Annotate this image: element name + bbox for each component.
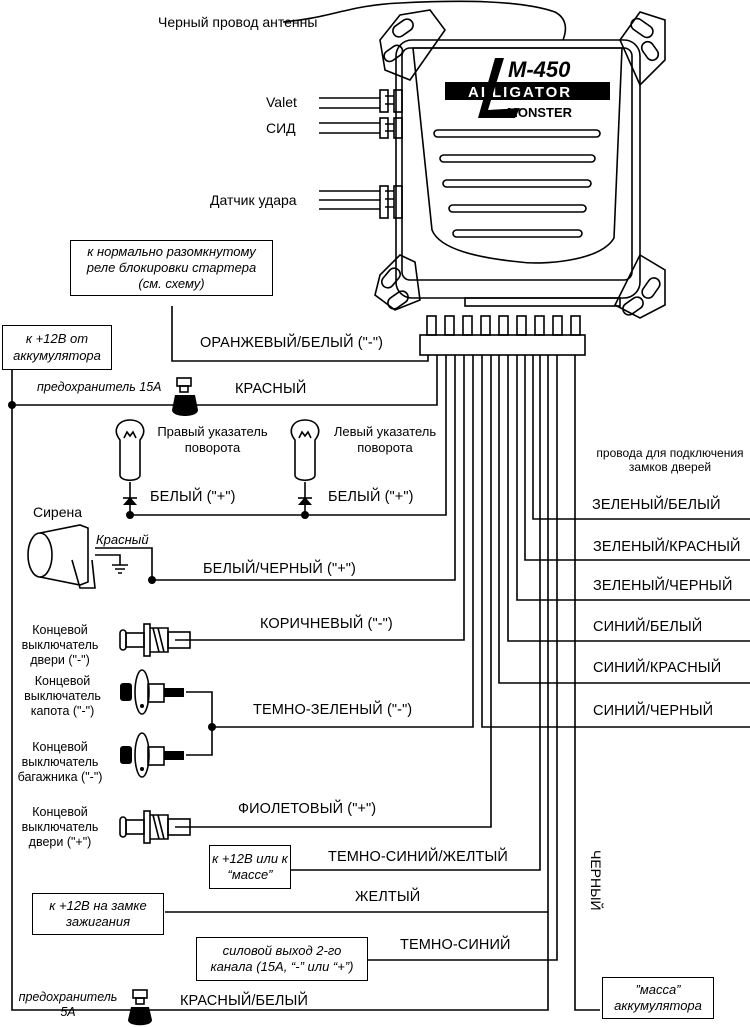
wire-label-violet: ФИОЛЕТОВЫЙ ("+") — [238, 801, 377, 817]
harness-pins — [426, 315, 581, 336]
brown-wire — [175, 355, 465, 641]
black-wire — [574, 355, 600, 1011]
fuse-5a-label: предохранитель 5А — [18, 990, 118, 1020]
alarm-unit-lid — [412, 47, 623, 264]
channel2-box: силовой выход 2-го канала (15А, “-” или … — [196, 937, 368, 981]
harness-pin — [462, 315, 473, 336]
door-plus-label: Концевой выключатель двери ("+") — [21, 805, 99, 849]
fuse-15a-label: предохранитель 15А — [37, 380, 162, 394]
fuse-5a-label-line1: предохранитель — [18, 990, 118, 1004]
harness-pin — [570, 315, 581, 336]
dark-blue-wire — [368, 355, 558, 961]
harness-pin — [444, 315, 455, 336]
green-red-wire — [524, 355, 750, 561]
model-label: M-450 — [508, 57, 571, 82]
junction-dot — [301, 511, 309, 519]
alligator-logo: M-450 ALLIGATOR MONSTER — [445, 57, 610, 120]
fuse-5a-icon — [132, 989, 148, 1005]
diode-icon — [298, 497, 312, 505]
dark-blue-yellow-wire — [290, 355, 541, 871]
wire-label-green-red: ЗЕЛЕНЫЙ/КРАСНЫЙ — [593, 539, 741, 555]
antenna-label: Черный провод антенны — [158, 14, 318, 30]
valet-label: Valet — [266, 94, 297, 110]
trunk-label: Концевой выключатель багажника ("-") — [17, 740, 103, 784]
harness-plug-base — [464, 297, 621, 307]
wire-label-red-white: КРАСНЫЙ/БЕЛЫЙ — [180, 993, 308, 1009]
blue-red-wire — [498, 355, 750, 684]
wire-label-red: КРАСНЫЙ — [235, 381, 307, 397]
green-white-wire — [532, 355, 750, 520]
door-minus-label: Концевой выключатель двери ("-") — [21, 623, 99, 667]
green-black-wire — [516, 355, 750, 601]
violet-wire — [175, 355, 492, 828]
left-turn-label: Левый указатель поворота — [333, 424, 437, 455]
wire-label-dark-green: ТЕМНО-ЗЕЛЕНЫЙ ("-") — [253, 702, 413, 718]
wire-label-blue-white: СИНИЙ/БЕЛЫЙ — [593, 619, 703, 635]
wire-label-white-left: БЕЛЫЙ ("+") — [328, 489, 414, 505]
mounting-ears — [374, 9, 666, 319]
junction-dot — [8, 401, 16, 409]
wire-label-blue-red: СИНИЙ/КРАСНЫЙ — [593, 660, 722, 676]
door-locks-note: провода для подключения замков дверей — [596, 446, 744, 475]
junction-dot — [148, 576, 156, 584]
turn-signal-wire — [130, 355, 447, 516]
harness-pin — [552, 315, 563, 336]
siren-icon — [27, 524, 128, 589]
red-wire — [12, 355, 438, 406]
wire-label-white-black: БЕЛЫЙ/ЧЕРНЫЙ ("+") — [203, 561, 356, 577]
hood-switch-icon — [134, 669, 165, 715]
harness-pin — [516, 315, 527, 336]
series-label: MONSTER — [507, 105, 573, 120]
trunk-switch-icon — [134, 732, 165, 778]
junction-dot — [126, 511, 134, 519]
ground-or-12v-box: к +12В или к “массе” — [209, 845, 291, 889]
siren-label: Сирена — [33, 504, 83, 520]
hood-label: Концевой выключатель капота ("-") — [24, 674, 101, 718]
wire-label-dark-blue: ТЕМНО-СИНИЙ — [400, 937, 511, 953]
junction-dot — [208, 723, 216, 731]
wire-label-green-black: ЗЕЛЕНЫЙ/ЧЕРНЫЙ — [593, 578, 733, 594]
door-switch-plus-icon — [119, 810, 191, 844]
battery-ground-box: ”масса” аккумулятора — [602, 977, 714, 1019]
wire-label-green-white: ЗЕЛЕНЫЙ/БЕЛЫЙ — [592, 497, 721, 513]
side-connectors — [319, 89, 403, 219]
wire-label-black: ЧЕРНЫЙ — [588, 850, 604, 911]
wire-label-orange-white: ОРАНЖЕВЫЙ/БЕЛЫЙ ("-") — [200, 335, 384, 351]
ignition-box: к +12В на замке зажигания — [32, 893, 164, 935]
dark-green-wire — [186, 355, 474, 756]
right-turn-label: Правый указатель поворота — [157, 424, 268, 455]
harness-pin — [426, 315, 437, 336]
blue-black-wire — [481, 355, 750, 728]
fuse-5a-label-line2: 5А — [60, 1005, 76, 1019]
wire-label-dark-blue-yellow: ТЕМНО-СИНИЙ/ЖЕЛТЫЙ — [328, 849, 508, 865]
harness-pin — [480, 315, 491, 336]
wire-label-white-right: БЕЛЫЙ ("+") — [150, 489, 236, 505]
harness-pin — [498, 315, 509, 336]
led-label: СИД — [266, 120, 296, 136]
siren-wire-label: Красный — [96, 532, 149, 547]
antenna-wire — [282, 0, 567, 41]
harness-pin — [534, 315, 545, 336]
diode-icon — [123, 497, 137, 505]
starter-relay-box: к нормально разомкнутому реле блокировки… — [70, 240, 273, 296]
vent-slots — [433, 129, 601, 238]
shock-sensor-label: Датчик удара — [210, 192, 297, 208]
door-switch-minus-icon — [119, 623, 191, 657]
battery-12v-box: к +12В от аккумулятора — [2, 325, 112, 370]
fuse-15a-icon — [176, 377, 192, 393]
blue-white-wire — [507, 355, 750, 642]
wire-label-brown: КОРИЧНЕВЫЙ ("-") — [260, 616, 393, 632]
harness-connector — [419, 334, 586, 356]
wire-label-yellow: ЖЕЛТЫЙ — [355, 889, 421, 905]
orange-white-wire — [171, 306, 429, 362]
wire-label-blue-black: СИНИЙ/ЧЕРНЫЙ — [593, 703, 714, 719]
